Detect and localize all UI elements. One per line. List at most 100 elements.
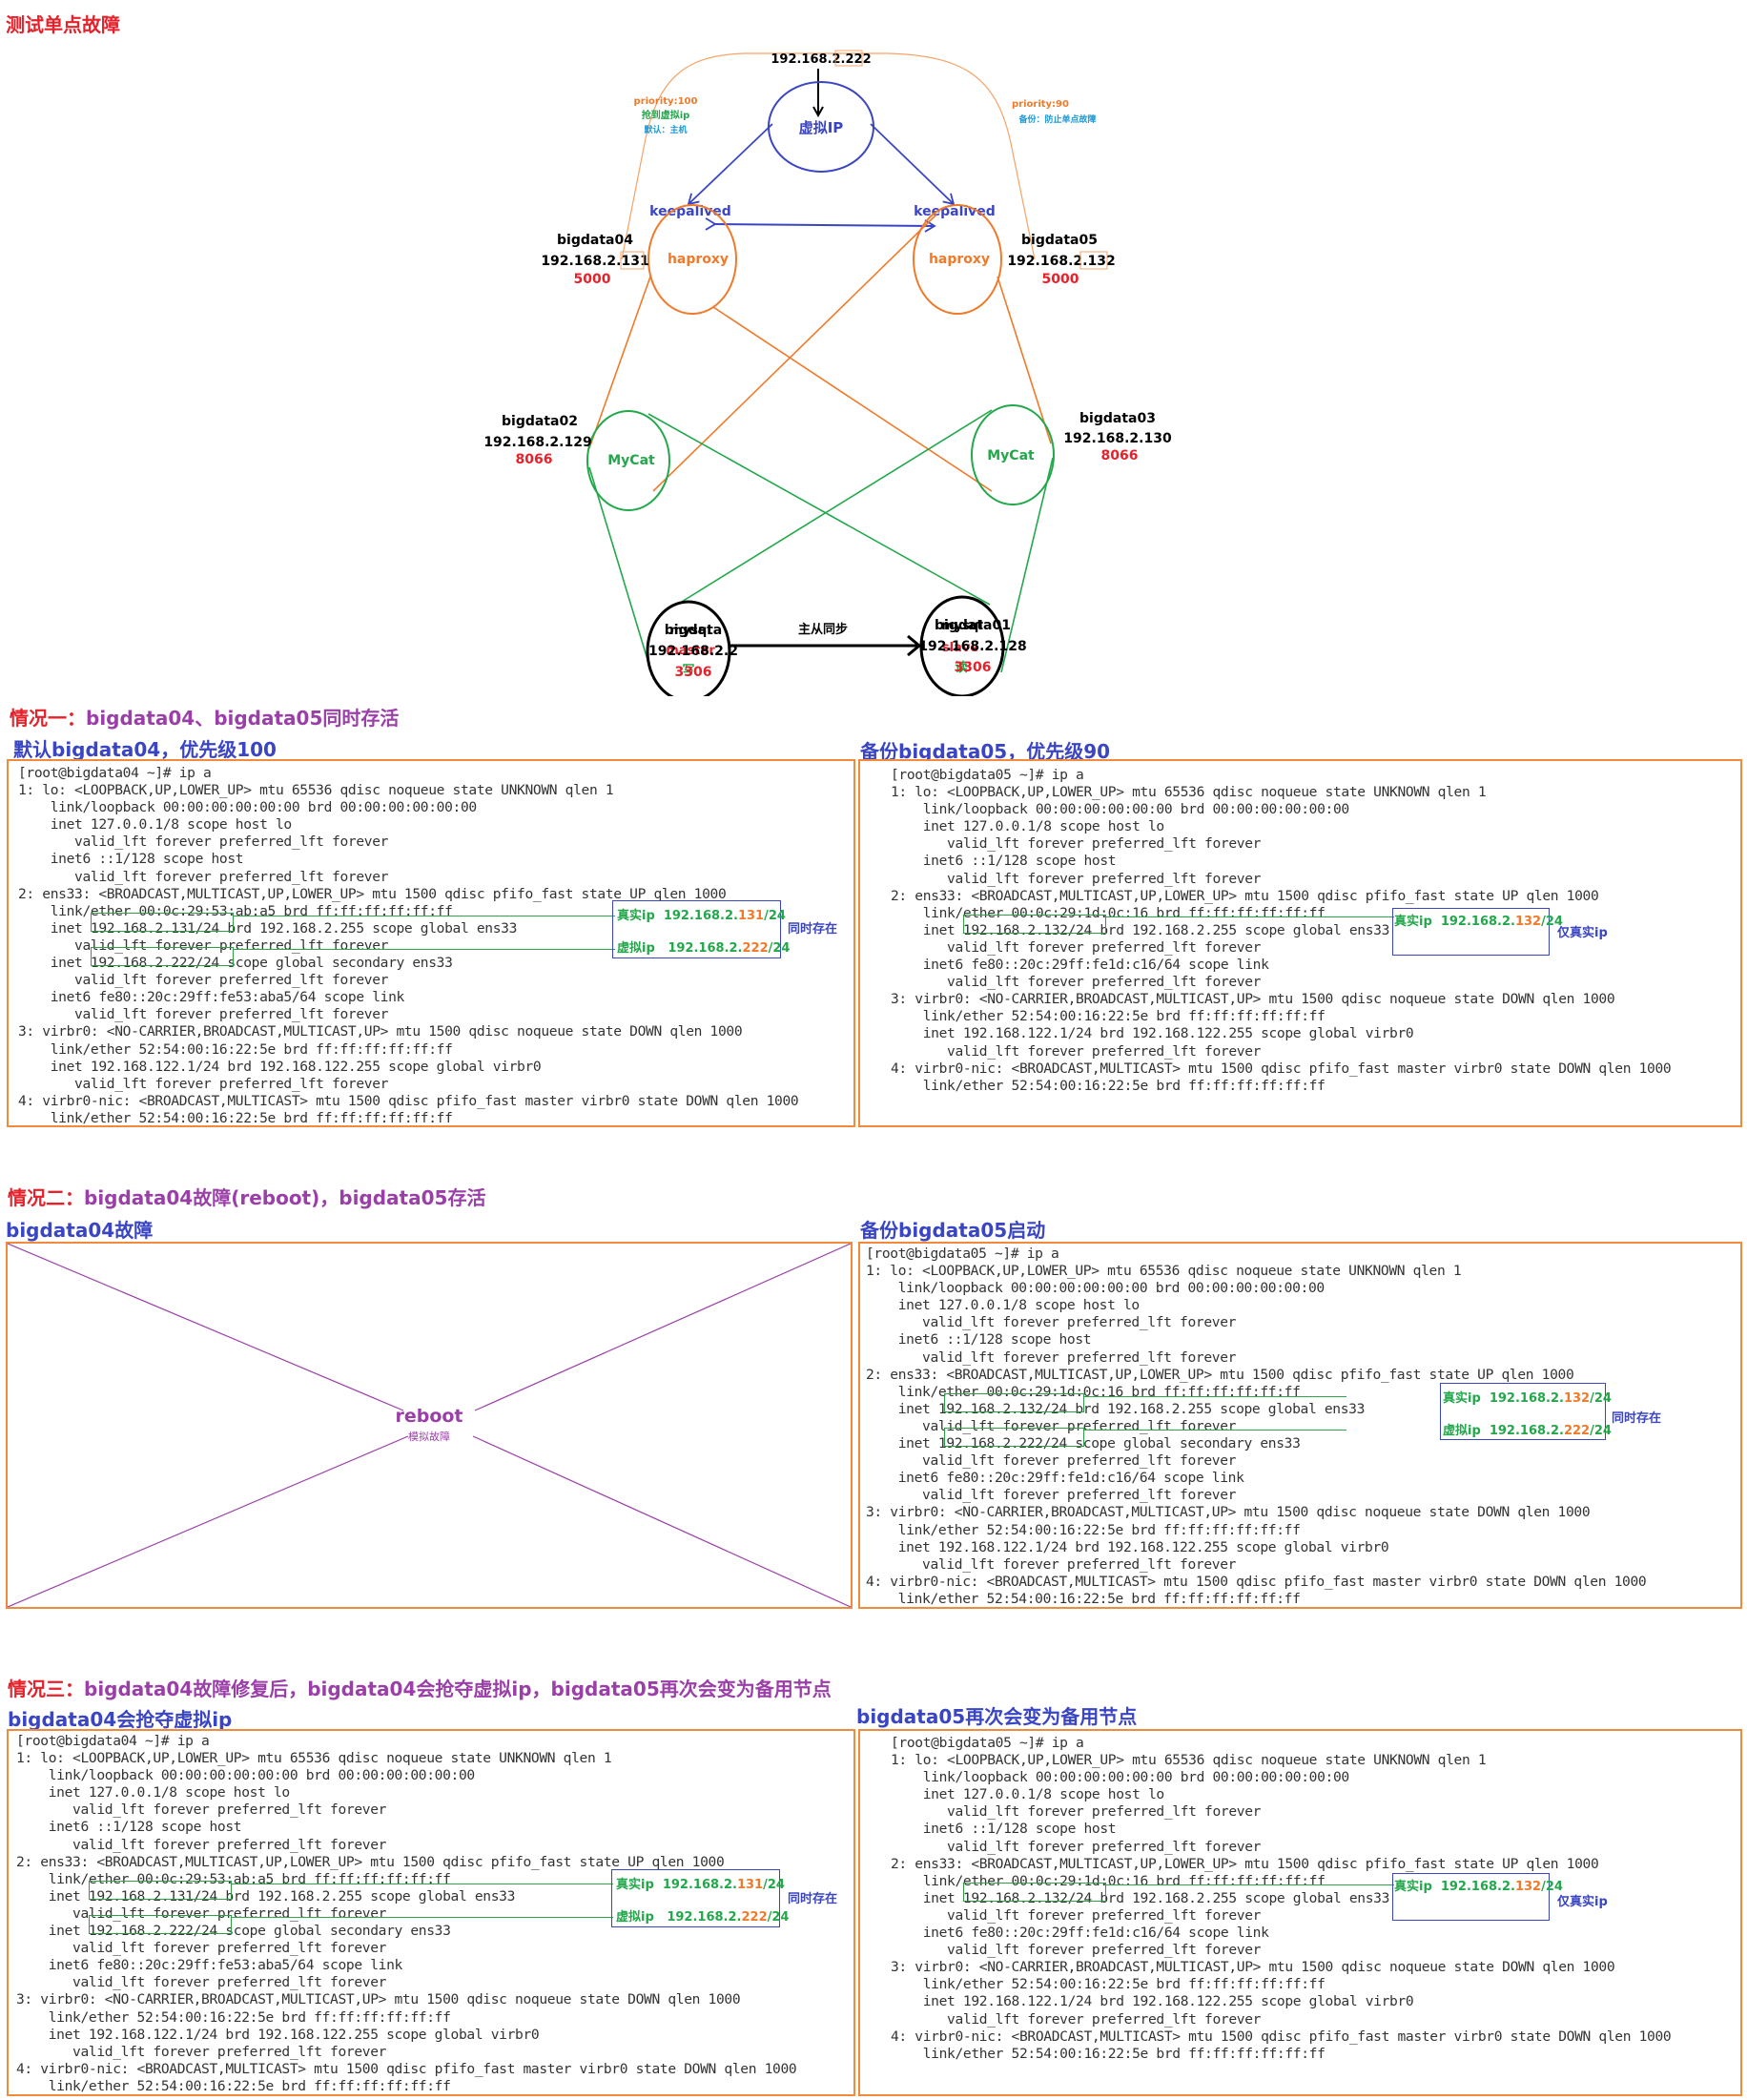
case2-left-title: bigdata04故障 bbox=[6, 1219, 154, 1242]
real-ip-annotation: 真实ip 192.168.2.131/24 bbox=[617, 905, 786, 923]
virtual-ip-connector bbox=[232, 1917, 613, 1918]
case3-right-terminal: [root@bigdata05 ~]# ip a 1: lo: <LOOPBAC… bbox=[858, 1729, 1742, 2096]
mysql-host-labels: bigdata 192.168.2.2 3306 bigdata01 192.1… bbox=[0, 0, 1747, 696]
haproxy-right-to-mycat-right bbox=[997, 276, 1052, 444]
virtual-ip-suffix: 222 bbox=[1563, 1424, 1591, 1438]
real-ip-mask: /24 bbox=[1541, 1880, 1563, 1894]
case2-heading-lead: 情况二： bbox=[8, 1186, 84, 1209]
case2-right-side-note: 同时存在 bbox=[1612, 1411, 1662, 1426]
haproxy-right-circle bbox=[913, 204, 1002, 315]
bigdata04-ip-highlight bbox=[620, 251, 645, 270]
mysql-slave-mode: 读 bbox=[955, 660, 967, 675]
virtual-ip-highlight bbox=[89, 1915, 232, 1934]
case3-right-terminal-output: [root@bigdata05 ~]# ip a 1: lo: <LOOPBAC… bbox=[891, 1735, 1672, 2062]
bigdata05-ip: 192.168.2.132 bbox=[1007, 254, 1115, 269]
case1-right-terminal: [root@bigdata05 ~]# ip a 1: lo: <LOOPBAC… bbox=[858, 759, 1742, 1127]
bigdata02-name: bigdata02 bbox=[502, 414, 578, 429]
real-ip-highlight bbox=[963, 915, 1106, 934]
real-ip-connector bbox=[1106, 1884, 1394, 1885]
real-ip-label: 真实ip bbox=[1443, 1391, 1481, 1406]
vip-to-right-arrow bbox=[870, 123, 956, 206]
case3-heading-lead: 情况三： bbox=[8, 1678, 84, 1700]
mycat-right-label: MyCat bbox=[987, 448, 1035, 463]
bigdata05-name: bigdata05 bbox=[1021, 233, 1098, 248]
virtual-ip-mask: /24 bbox=[767, 1910, 790, 1925]
bigdata-ip: 192.168.2.2 bbox=[648, 644, 738, 659]
case1-right-annotation-box: 真实ip 192.168.2.132/24 bbox=[1392, 908, 1563, 956]
virtual-ip-prefix: 192.168.2. bbox=[667, 1910, 742, 1925]
virtual-ip-connector bbox=[1084, 1430, 1346, 1431]
case2-reboot-panel: reboot 模拟故障 bbox=[6, 1242, 853, 1609]
mysql-slave-role: slave bbox=[942, 641, 978, 655]
bigdata01-ip: 192.168.2.128 bbox=[918, 639, 1027, 654]
real-ip-label: 真实ip bbox=[616, 1878, 654, 1892]
case1-left-terminal-output: [root@bigdata04 ~]# ip a 1: lo: <LOOPBAC… bbox=[18, 765, 799, 1126]
virtual-ip-mask: /24 bbox=[1590, 1424, 1612, 1438]
vip-highlight bbox=[834, 50, 863, 67]
mycat-left-label: MyCat bbox=[607, 453, 655, 468]
case1-left-terminal: [root@bigdata04 ~]# ip a 1: lo: <LOOPBAC… bbox=[7, 759, 855, 1127]
real-ip-suffix: 131 bbox=[736, 1878, 764, 1892]
haproxy-left-circle bbox=[647, 204, 737, 315]
cross-line-tr bbox=[474, 1244, 851, 1411]
virtual-ip-label: 虚拟ip bbox=[616, 1910, 654, 1925]
virtual-ip-label: 虚拟ip bbox=[617, 941, 655, 956]
virtual-ip-prefix: 192.168.2. bbox=[668, 941, 743, 956]
real-ip-highlight bbox=[89, 1881, 232, 1900]
real-ip-connector bbox=[1106, 916, 1394, 917]
bigdata03-port: 8066 bbox=[1101, 448, 1139, 463]
mycat-left-to-master bbox=[588, 466, 649, 664]
virtual-ip-highlight bbox=[91, 947, 234, 966]
virtual-ip-suffix: 222 bbox=[742, 941, 769, 956]
case3-left-terminal: [root@bigdata04 ~]# ip a 1: lo: <LOOPBAC… bbox=[7, 1729, 855, 2096]
case2-right-title: 备份bigdata05启动 bbox=[860, 1219, 1046, 1242]
case1-heading: 情况一：bigdata04、bigdata05同时存活 bbox=[10, 703, 399, 731]
case2-heading-rest: bigdata04故障(reboot)，bigdata05存活 bbox=[84, 1186, 486, 1209]
failure-cross bbox=[8, 1244, 851, 1607]
cross-line-bl bbox=[8, 1435, 409, 1607]
keepalived-heartbeat-arrow bbox=[705, 217, 936, 233]
case3-heading: 情况三：bigdata04故障修复后，bigdata04会抢夺虚拟ip，bigd… bbox=[8, 1674, 832, 1701]
priority-outline bbox=[621, 52, 1036, 260]
mycat-right-to-master bbox=[676, 409, 993, 606]
bigdata-name: bigdata bbox=[664, 623, 723, 638]
vip-to-left-arrow bbox=[687, 123, 773, 206]
virtual-ip-highlight bbox=[944, 1428, 1084, 1447]
reboot-sublabel: 模拟故障 bbox=[408, 1431, 450, 1443]
real-ip-annotation: 真实ip 192.168.2.131/24 bbox=[616, 1874, 785, 1892]
real-ip-prefix: 192.168.2. bbox=[1440, 915, 1515, 929]
case3-right-side-note: 仅真实ip bbox=[1557, 1895, 1608, 1909]
bigdata-port: 3306 bbox=[674, 665, 712, 680]
mycat-right-circle bbox=[971, 404, 1055, 505]
case1-right-terminal-output: [root@bigdata05 ~]# ip a 1: lo: <LOOPBAC… bbox=[891, 767, 1672, 1094]
mycat-left-circle bbox=[586, 410, 670, 511]
haproxy-left-to-mycat-right bbox=[712, 306, 993, 492]
real-ip-label: 真实ip bbox=[1394, 915, 1432, 929]
real-ip-prefix: 192.168.2. bbox=[1489, 1391, 1564, 1406]
case3-left-title: bigdata04会抢夺虚拟ip bbox=[8, 1708, 233, 1731]
real-ip-mask: /24 bbox=[764, 909, 786, 923]
grab-vip-note: 抢到虚拟ip bbox=[642, 109, 690, 121]
bigdata01-port: 3306 bbox=[954, 660, 992, 675]
virtual-ip-annotation: 虚拟ip 192.168.2.222/24 bbox=[617, 937, 790, 956]
case1-left-title: 默认bigdata04，优先级100 bbox=[13, 738, 277, 761]
case1-left-annotation-box: 真实ip 192.168.2.131/24 虚拟ip 192.168.2.222… bbox=[612, 900, 790, 958]
sync-label: 主从同步 bbox=[798, 622, 848, 637]
mysql-slave-label: mysql bbox=[941, 619, 983, 633]
mysql-master-label: mysql bbox=[669, 624, 711, 638]
case3-left-annotation-box: 真实ip 192.168.2.131/24 虚拟ip 192.168.2.222… bbox=[611, 1869, 789, 1927]
bigdata05-port: 5000 bbox=[1042, 272, 1079, 287]
virtual-ip-label: 虚拟ip bbox=[1443, 1424, 1481, 1438]
keepalived-right-label: keepalived bbox=[914, 204, 996, 219]
real-ip-suffix: 131 bbox=[737, 909, 765, 923]
real-ip-mask: /24 bbox=[1541, 915, 1563, 929]
vip-label: 虚拟IP bbox=[799, 119, 844, 136]
haproxy-right-label: haproxy bbox=[929, 252, 990, 267]
case1-left-side-note: 同时存在 bbox=[788, 922, 838, 937]
haproxy-left-to-mycat-left bbox=[588, 276, 651, 449]
virtual-ip-mask: /24 bbox=[768, 941, 791, 956]
case2-heading: 情况二：bigdata04故障(reboot)，bigdata05存活 bbox=[8, 1183, 485, 1210]
backup-note: 备份：防止单点故障 bbox=[1017, 113, 1096, 125]
default-master-note: 默认：主机 bbox=[644, 124, 687, 135]
keepalived-left-label: keepalived bbox=[649, 204, 731, 219]
